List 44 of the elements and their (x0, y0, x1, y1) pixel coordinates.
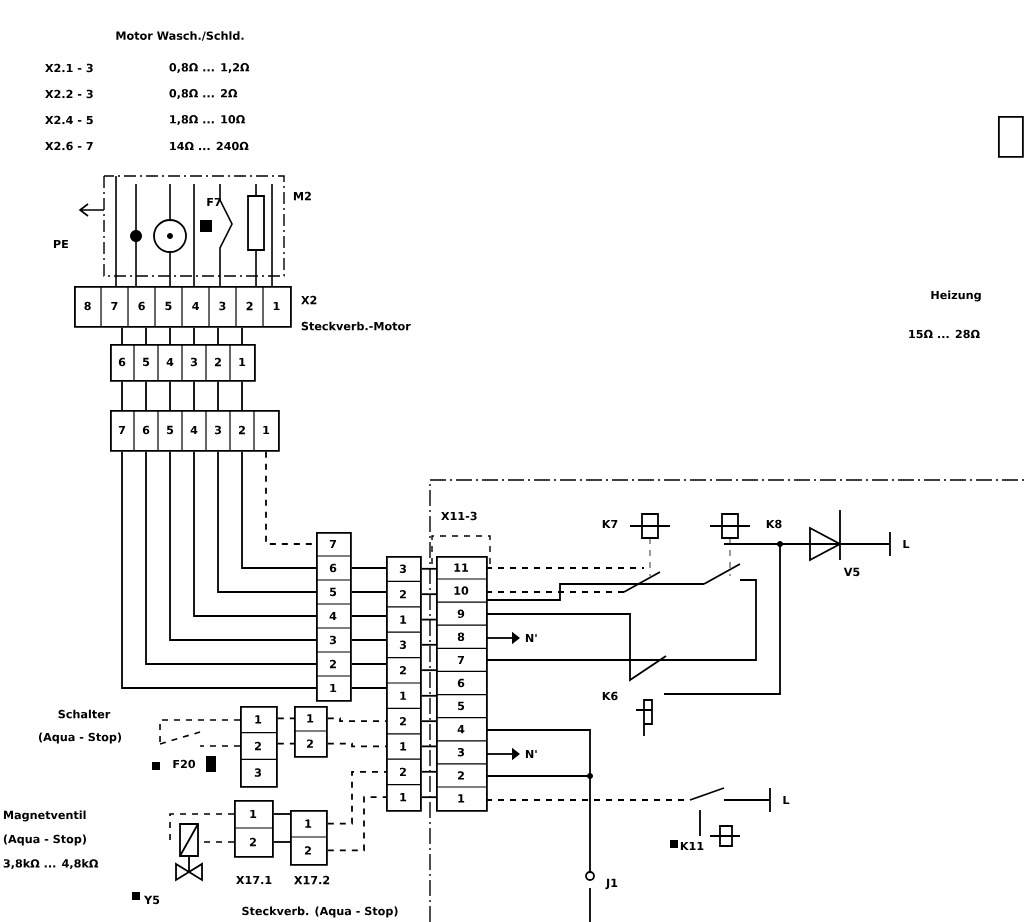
wire (350, 615, 387, 617)
heater-box (998, 116, 1024, 158)
wire (145, 450, 317, 665)
wire (272, 841, 291, 843)
wire (169, 450, 317, 641)
wire (420, 643, 437, 646)
wire (350, 567, 387, 569)
wire (276, 717, 295, 720)
wire (217, 326, 219, 345)
wire (276, 742, 295, 745)
wire (326, 796, 387, 852)
wire (420, 694, 437, 697)
wire (121, 380, 123, 411)
wire (420, 669, 437, 672)
wire (350, 663, 387, 665)
wire (241, 326, 243, 345)
wire (193, 326, 195, 345)
wire (326, 770, 387, 825)
wire (241, 450, 317, 569)
wire (350, 687, 387, 689)
wire (145, 380, 147, 411)
wire (193, 380, 195, 411)
wire (217, 450, 317, 593)
wire (145, 326, 147, 345)
wire (241, 380, 243, 411)
wire (420, 618, 437, 621)
wire (420, 593, 437, 596)
wire (121, 450, 317, 689)
wire (217, 380, 219, 411)
wire (420, 770, 437, 773)
wire (169, 380, 171, 411)
wire (420, 745, 437, 748)
wire (420, 796, 437, 799)
wire (326, 717, 387, 723)
wire (420, 720, 437, 723)
wire (265, 450, 317, 545)
wire (420, 567, 437, 570)
wire (193, 450, 317, 617)
wire (121, 326, 123, 345)
wire (350, 639, 387, 641)
wire (326, 742, 387, 748)
wire (272, 813, 291, 815)
wire (350, 591, 387, 593)
wire (169, 326, 171, 345)
